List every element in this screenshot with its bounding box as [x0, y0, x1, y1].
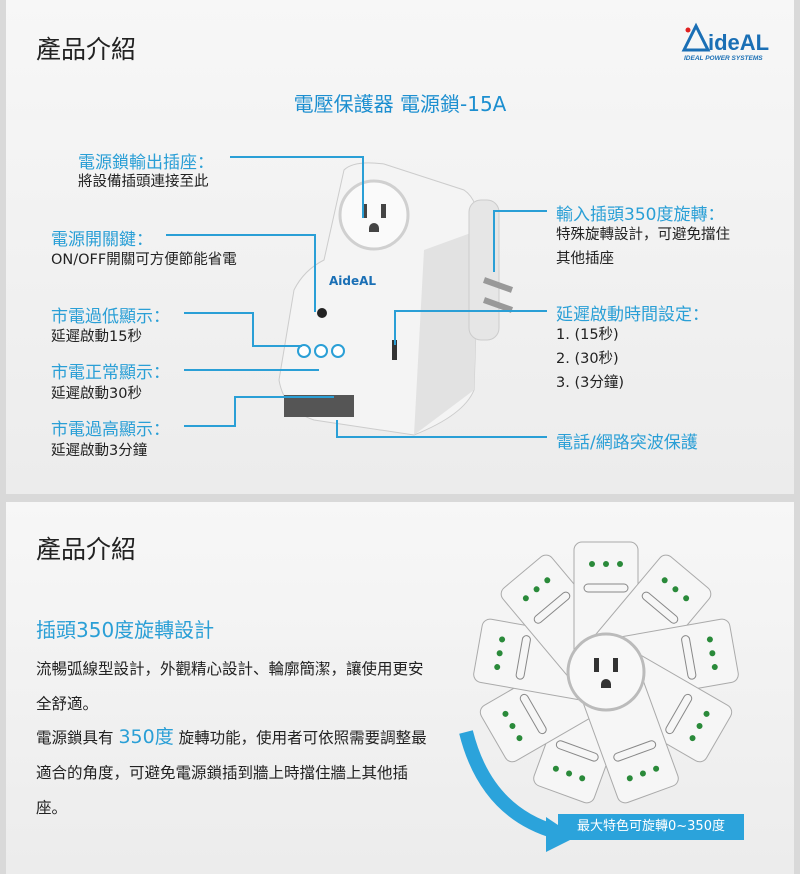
callout-delay-setting-label: 延遲啟動時間設定：	[556, 305, 709, 325]
callout-low-voltage-desc: 延遲啟動15秒	[51, 329, 142, 345]
svg-text:ideAL: ideAL	[708, 30, 769, 55]
callout-high-voltage-label: 市電過高顯示：	[51, 420, 170, 440]
product-title: 電壓保護器 電源鎖-15A	[293, 92, 507, 116]
section-heading-2: 產品介紹	[36, 535, 137, 564]
callout-low-voltage-label: 市電過低顯示：	[51, 307, 170, 327]
callout-delay-option-1: 1. (15秒)	[556, 327, 619, 343]
callout-delay-option-3: 3. (3分鐘)	[556, 375, 624, 391]
callout-rotating-plug-desc-2: 其他插座	[556, 251, 614, 267]
power-lock-device-image: AideAL	[274, 160, 514, 450]
brand-logo: ideAL IDEAL POWER SYSTEMS	[674, 22, 798, 66]
callout-normal-voltage-desc: 延遲啟動30秒	[51, 386, 142, 402]
callout-power-switch-label: 電源開關鍵：	[51, 230, 153, 250]
feature-badge: 最大特色可旋轉0~350度	[558, 814, 744, 840]
logo-icon: ideAL IDEAL POWER SYSTEMS	[681, 22, 769, 62]
rotation-subtitle: 插頭350度旋轉設計	[36, 618, 215, 642]
svg-text:AideAL: AideAL	[329, 274, 376, 288]
rotation-design-panel: 產品介紹 插頭350度旋轉設計 流暢弧線型設計，外觀精心設計、輪廓簡潔，讓使用更…	[6, 502, 794, 874]
callout-output-socket-label: 電源鎖輸出插座：	[78, 153, 214, 173]
callout-rotating-plug-desc-1: 特殊旋轉設計，可避免擋住	[556, 227, 730, 243]
callout-power-switch-desc: ON/OFF開關可方便節能省電	[51, 252, 237, 268]
design-paragraph: 流暢弧線型設計，外觀精心設計、輪廓簡潔，讓使用更安全舒適。	[36, 660, 424, 713]
rotating-sockets-graphic	[459, 541, 739, 852]
callout-normal-voltage-label: 市電正常顯示：	[51, 363, 170, 383]
highlight-350-degrees: 350度	[118, 726, 174, 748]
callout-delay-option-2: 2. (30秒)	[556, 351, 619, 367]
callout-rotating-plug-label: 輸入插頭350度旋轉：	[556, 205, 725, 225]
svg-text:IDEAL POWER SYSTEMS: IDEAL POWER SYSTEMS	[684, 55, 763, 62]
product-intro-panel: 產品介紹 ideAL IDEAL POWER SYSTEMS 電壓保護器 電源鎖…	[6, 0, 794, 494]
rotation-paragraph: 電源鎖具有 350度 旋轉功能，使用者可依照需要調整最適合的角度，可避免電源鎖插…	[36, 726, 427, 817]
callout-surge-protection-label: 電話/網路突波保護	[556, 433, 698, 453]
rotation-illustration	[446, 532, 786, 862]
callout-output-socket-desc: 將設備插頭連接至此	[78, 174, 209, 190]
section-heading: 產品介紹	[36, 35, 137, 64]
callout-high-voltage-desc: 延遲啟動3分鐘	[51, 443, 148, 459]
